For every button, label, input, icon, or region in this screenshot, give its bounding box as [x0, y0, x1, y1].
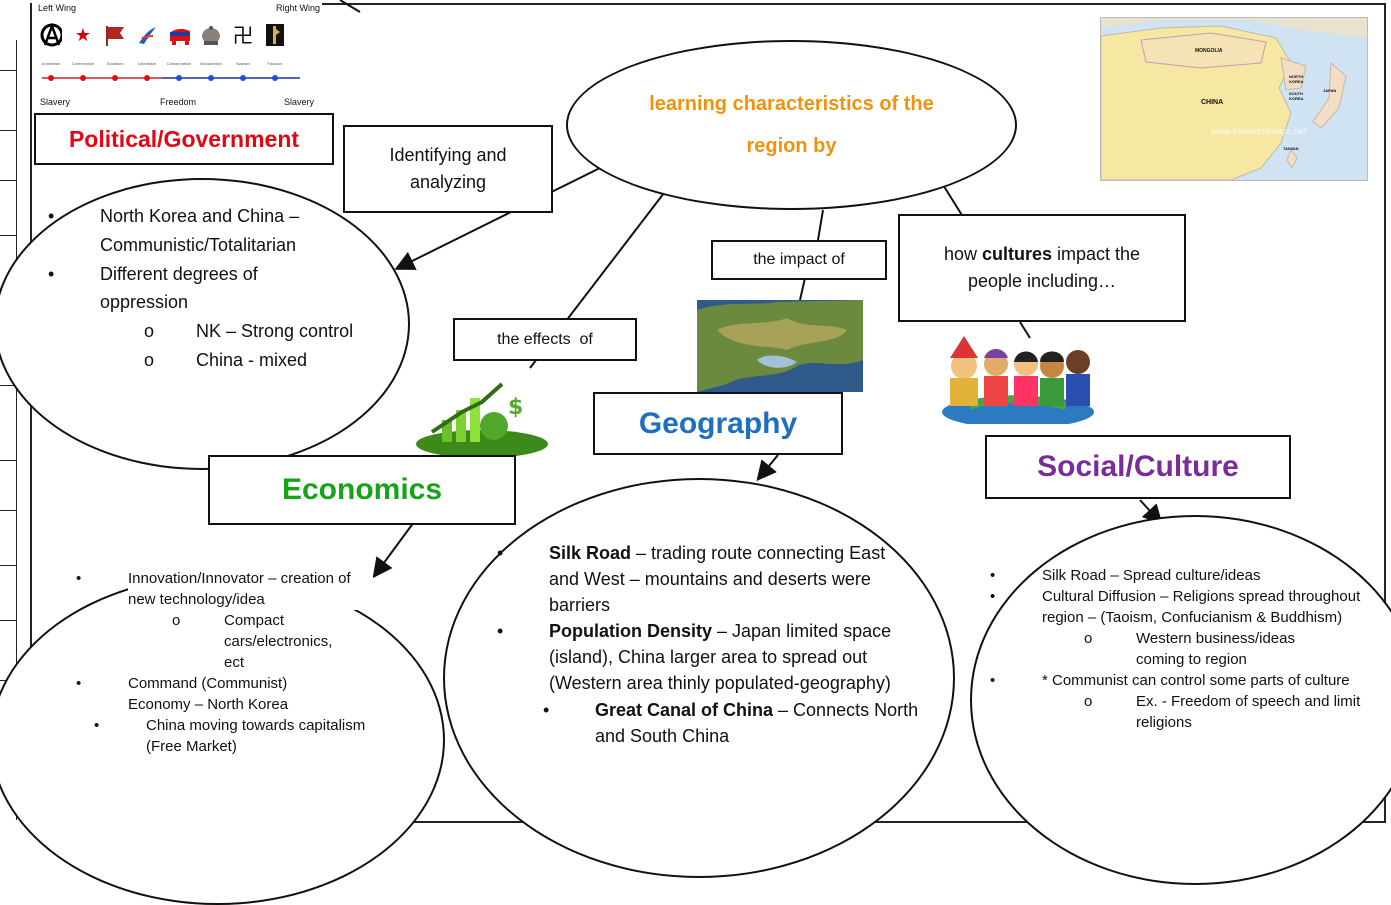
list-item: * Communist can control some parts of cu… — [990, 670, 1387, 691]
identifying-analyzing-box: Identifying and analyzing — [343, 125, 553, 213]
nazism-icon: 卍 — [232, 25, 254, 48]
list-item: Different degrees of oppression — [48, 260, 320, 318]
central-topic-text: learning characteristics of the region b… — [649, 93, 934, 157]
svg-text:$: $ — [508, 395, 523, 420]
political-list: North Korea and China – Communistic/Tota… — [48, 202, 370, 375]
map-label-taiwan: TAIWAN — [1283, 146, 1299, 151]
impact-of-box: the impact of — [711, 240, 887, 280]
effects-of-box: the effects of — [453, 318, 637, 361]
list-item: Western business/ideas coming to region — [1084, 628, 1316, 670]
economics-growth-image: $ — [412, 372, 552, 460]
freedom-label: Freedom — [160, 97, 197, 107]
list-item: Silk Road – trading route connecting Eas… — [497, 540, 919, 618]
map-watermark: www.freeworldmaps.net — [1211, 126, 1307, 136]
map-label-japan: JAPAN — [1323, 88, 1337, 93]
right-wing-label: Right Wing — [275, 3, 320, 13]
liberalism-icon — [136, 23, 158, 47]
social-culture-title: Social/Culture — [985, 435, 1291, 499]
ideology-label: Anarchism — [41, 61, 61, 66]
map-land-shapes — [1101, 18, 1367, 180]
ideology-label: Monarchism — [200, 61, 222, 66]
central-topic-oval: learning characteristics of the region b… — [566, 40, 1017, 210]
list-item: Silk Road – Spread culture/ideas — [990, 565, 1387, 586]
list-item: Command (Communist) Economy – North Kore… — [76, 673, 343, 715]
economics-title: Economics — [208, 455, 516, 525]
list-item: Innovation/Innovator – creation of new t… — [76, 568, 373, 610]
list-item: Compact cars/electronics, ect — [172, 610, 334, 673]
list-item: Great Canal of China – Connects North an… — [543, 697, 919, 749]
ideology-label: Nazism — [236, 61, 250, 66]
list-item: Ex. - Freedom of speech and limit religi… — [1084, 691, 1387, 733]
monarchism-icon — [200, 23, 222, 47]
communism-icon: ★ — [74, 24, 92, 45]
geography-title: Geography — [593, 392, 843, 455]
ideology-label: Conservatism — [166, 61, 192, 66]
spectrum-line — [42, 75, 300, 81]
list-item: North Korea and China – Communistic/Tota… — [48, 202, 370, 260]
slavery-left-label: Slavery — [40, 97, 71, 107]
fascism-icon — [264, 23, 286, 47]
map-label-south-korea: SOUTH KOREA — [1289, 91, 1304, 101]
list-item: China moving towards capitalism (Free Ma… — [94, 715, 373, 757]
ideology-label: Communism — [71, 61, 95, 66]
cultures-impact-box: how cultures impact the people including… — [898, 214, 1186, 322]
geography-terrain-image — [697, 300, 863, 392]
social-list: Silk Road – Spread culture/ideas Cultura… — [990, 565, 1387, 733]
list-item: China - mixed — [144, 346, 370, 375]
list-item: Population Density – Japan limited space… — [497, 618, 919, 696]
list-item: NK – Strong control — [144, 317, 370, 346]
geography-details-oval: Silk Road – trading route connecting Eas… — [443, 478, 955, 878]
china-region-map: MONGOLIA CHINA NORTH KOREA SOUTH KOREA J… — [1100, 17, 1368, 181]
list-item: Cultural Diffusion – Religions spread th… — [990, 586, 1387, 628]
social-details-oval: Silk Road – Spread culture/ideas Cultura… — [970, 515, 1391, 885]
political-spectrum-graphic: Left Wing Right Wing ★ 卍 Anarchism Commu… — [32, 3, 322, 115]
conservatism-icon — [168, 23, 190, 47]
ideology-label: Fascism — [267, 61, 283, 66]
political-government-title: Political/Government — [34, 113, 334, 165]
geography-list: Silk Road – trading route connecting Eas… — [497, 540, 919, 749]
political-details-oval: North Korea and China – Communistic/Tota… — [0, 178, 410, 470]
socialism-icon — [104, 23, 126, 47]
map-label-china: CHINA — [1201, 99, 1224, 106]
anarchism-icon — [40, 23, 62, 47]
slavery-right-label: Slavery — [283, 97, 314, 107]
map-label-north-korea: NORTH KOREA — [1289, 74, 1304, 84]
ideology-label: Liberalism — [137, 61, 157, 66]
people-of-the-world-image — [940, 328, 1096, 428]
ideology-label: Socialism — [106, 61, 124, 66]
map-label-mongolia: MONGOLIA — [1195, 48, 1223, 54]
left-wing-label: Left Wing — [38, 3, 77, 13]
economics-list: Innovation/Innovator – creation of new t… — [76, 568, 373, 757]
